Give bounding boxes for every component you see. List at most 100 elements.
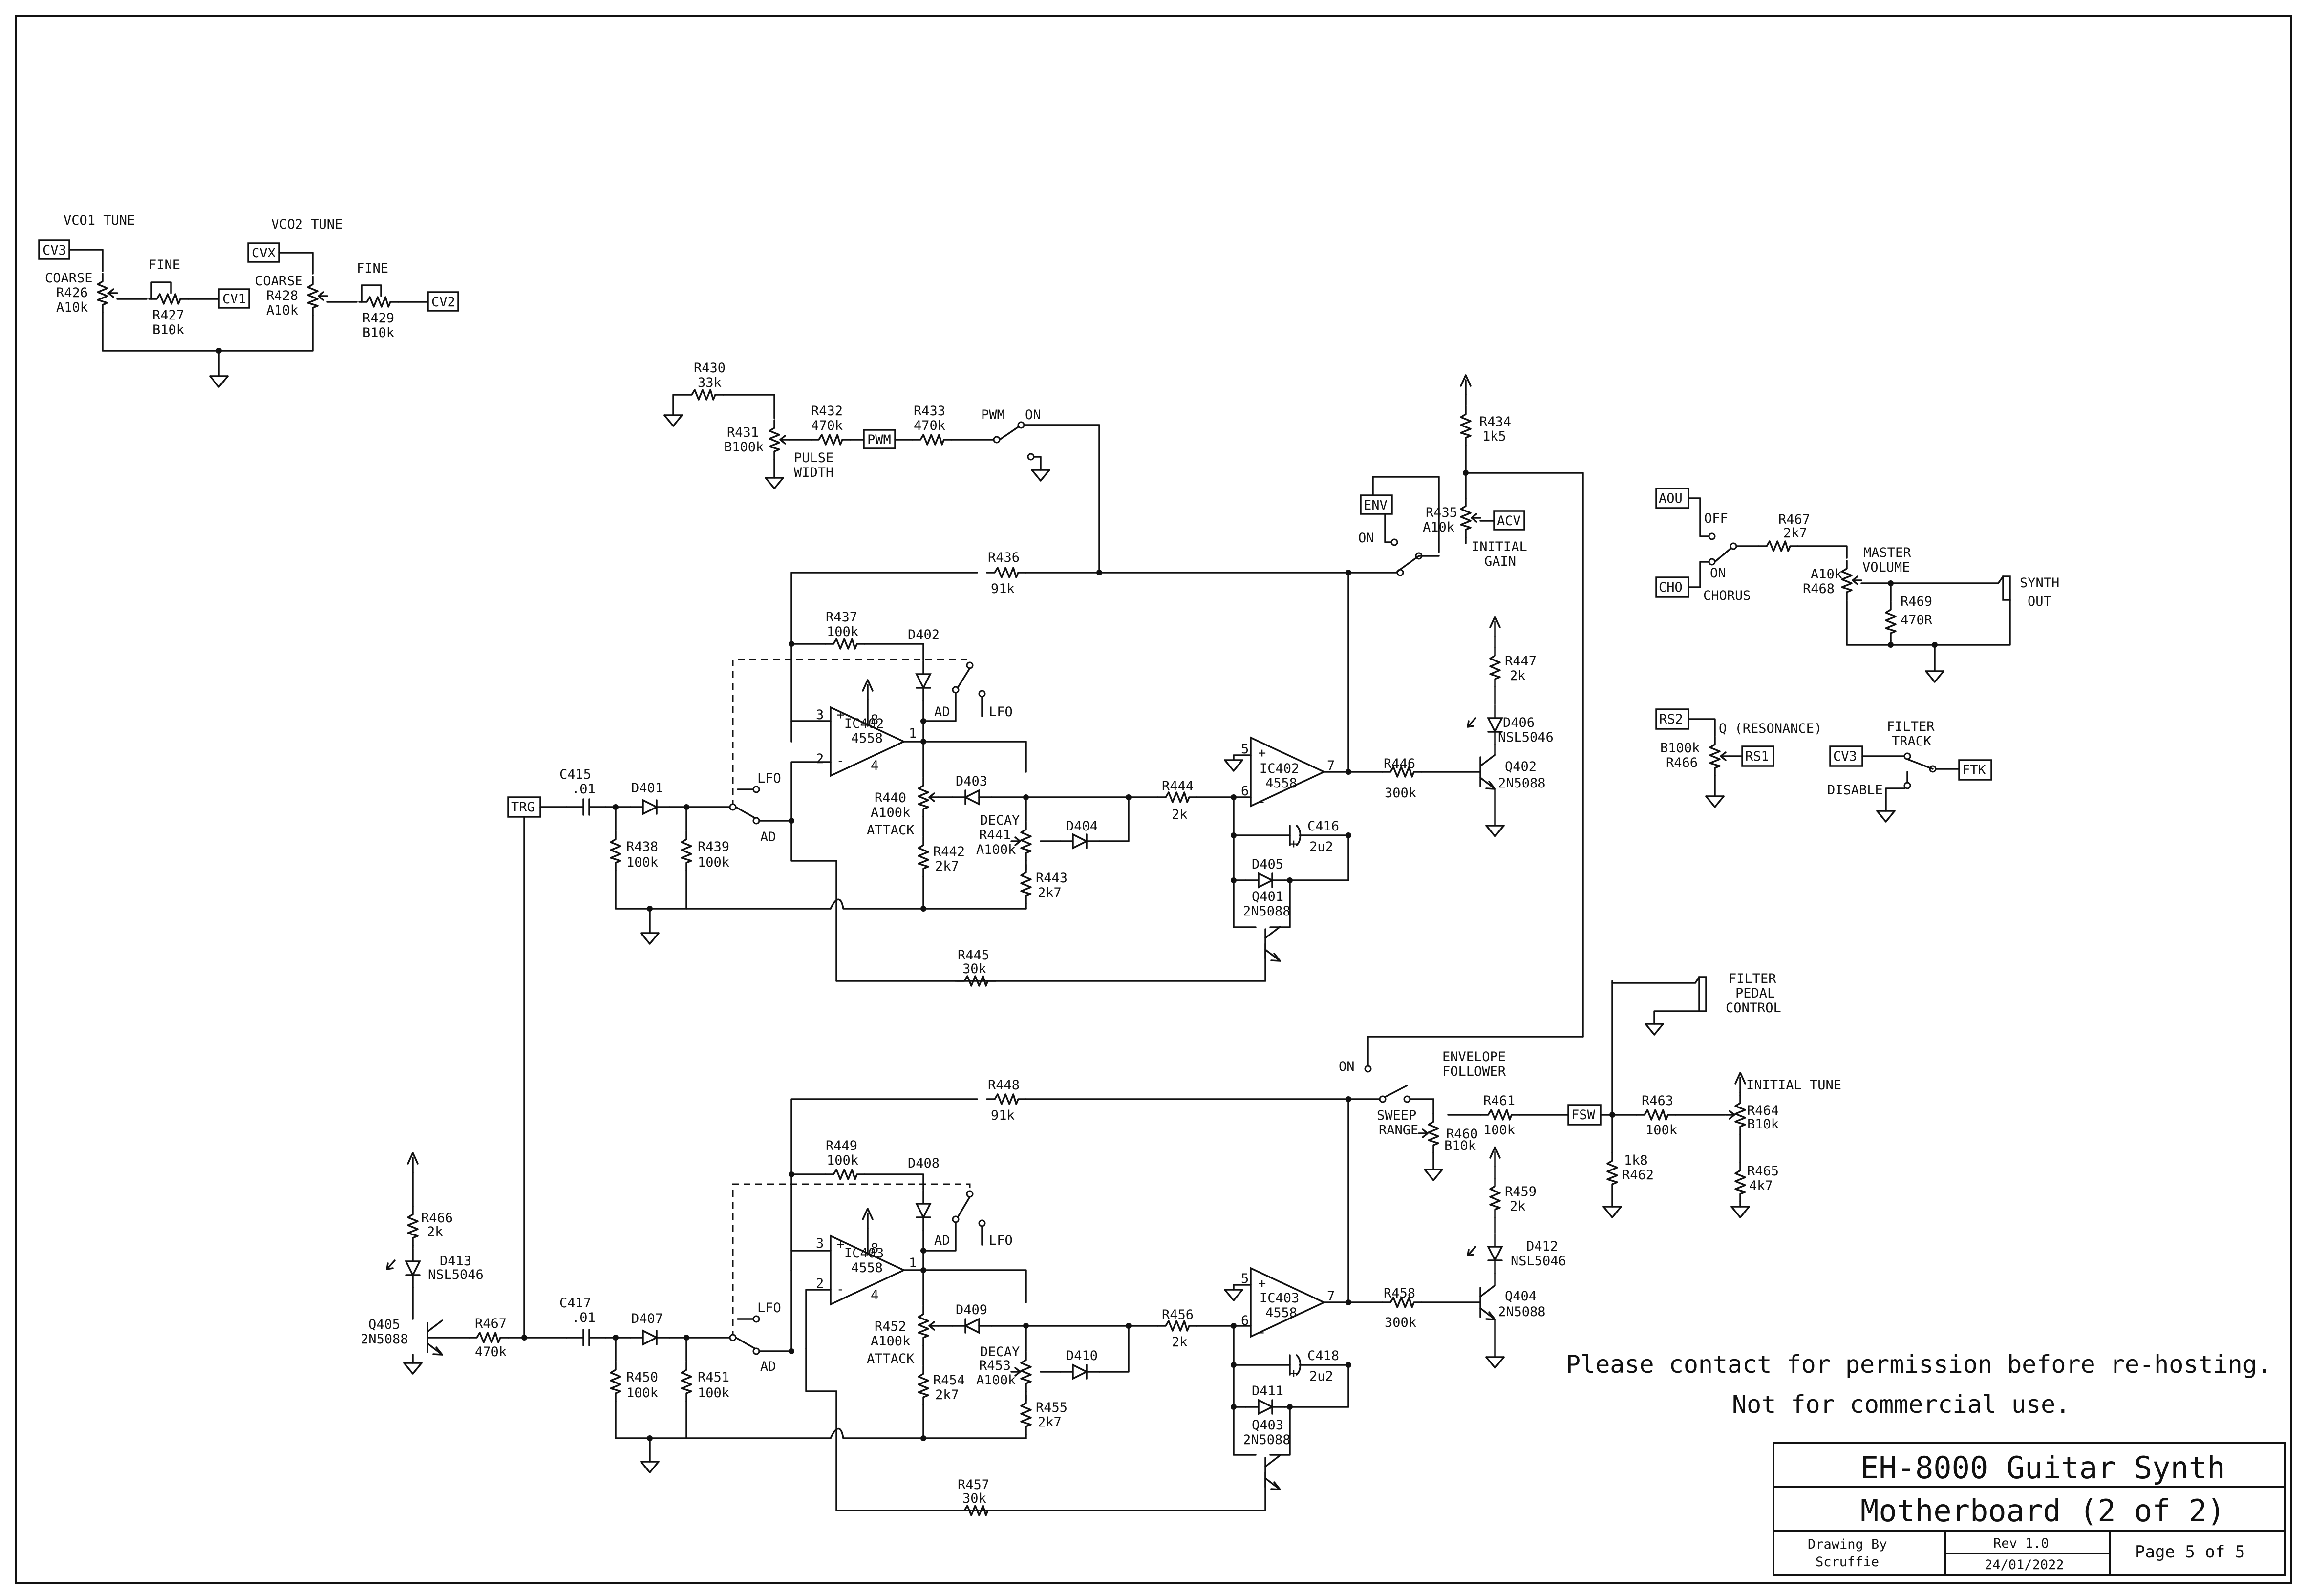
decay2-label: DECAY: [980, 1344, 1020, 1360]
ic402a-minus: -: [836, 753, 844, 768]
q402t-label: 2N5088: [1498, 776, 1546, 791]
d405-label: D405: [1252, 857, 1283, 872]
port-acv: [1493, 510, 1525, 531]
r427-label: R427: [152, 308, 184, 323]
port-cvx-label: CVX: [252, 246, 276, 261]
ic402a-pin1: 1: [909, 726, 917, 741]
ic403b-pin5: 5: [1241, 1271, 1249, 1286]
ic403a-label: IC403: [844, 1246, 884, 1261]
r466a-label: R466: [1666, 755, 1698, 770]
r433-label: R433: [914, 404, 945, 419]
r452-label: R452: [875, 1319, 906, 1334]
lfo3-label: LFO: [989, 1233, 1013, 1248]
r460-label: R460: [1446, 1127, 1478, 1142]
r456v-label: 2k: [1172, 1335, 1188, 1350]
q403t-label: 2N5088: [1243, 1432, 1291, 1447]
ad3-label: AD: [934, 1233, 950, 1248]
sweep-label: SWEEP: [1377, 1108, 1416, 1123]
sheet-border: [15, 15, 2292, 1584]
r437-label: R437: [826, 610, 857, 625]
jack-synth-out: [2002, 575, 2011, 601]
r440-label: R440: [875, 790, 906, 806]
out-label: OUT: [2028, 594, 2051, 609]
r448-label: R448: [988, 1078, 1020, 1093]
r467b-label: R467: [475, 1316, 507, 1331]
r454-label: R454: [933, 1373, 965, 1388]
diode-d408: [916, 1190, 931, 1231]
r463v-label: 100k: [1645, 1123, 1677, 1138]
port-cv3-b-label: CV3: [1833, 749, 1857, 764]
r431v-label: B100k: [724, 440, 764, 455]
port-ftk: [1958, 759, 1992, 781]
port-cv2: [427, 291, 459, 312]
res-r436: [986, 567, 1027, 578]
r436v-label: 91k: [991, 581, 1015, 596]
r462a-label: 1k8: [1624, 1153, 1648, 1168]
ic402b-pin6: 6: [1241, 784, 1249, 799]
d412-label: D412: [1526, 1239, 1558, 1254]
r450-label: R450: [626, 1370, 658, 1385]
ic402b-pin7: 7: [1327, 758, 1335, 773]
on1-label: ON: [1025, 407, 1041, 423]
r451-label: R451: [698, 1370, 729, 1385]
transistor-q401: [1264, 926, 1281, 962]
r464-label: R464: [1747, 1103, 1779, 1118]
lower-envelope-channel: R448 91k R449 100k D408 AD LFO IC403 455…: [361, 1078, 1566, 1516]
synth-label: SYNTH: [2020, 575, 2059, 591]
r432-label: R432: [811, 404, 843, 419]
b10k-1-label: B10k: [152, 322, 184, 338]
on2-label: ON: [1358, 531, 1374, 546]
res-r430: [683, 389, 724, 401]
port-cv3-a-label: CV3: [43, 243, 66, 258]
r465v-label: 4k7: [1749, 1178, 1773, 1193]
d403-label: D403: [956, 774, 987, 789]
r437v-label: 100k: [827, 624, 858, 639]
r453-label: R453: [979, 1358, 1011, 1373]
port-cho-label: CHO: [1659, 580, 1683, 595]
res-r465: [1734, 1162, 1746, 1203]
res-r449: [825, 1169, 866, 1180]
range-label: RANGE: [1379, 1123, 1418, 1138]
diode-d403: [952, 789, 993, 805]
r466av-label: B100k: [1660, 741, 1700, 756]
r464v-label: B10k: [1747, 1117, 1779, 1132]
q402-label: Q402: [1505, 759, 1537, 774]
d413-label: D413: [440, 1254, 471, 1269]
diode-d401: [629, 799, 670, 815]
port-env-label: ENV: [1364, 498, 1388, 513]
fine2-label: FINE: [357, 261, 388, 276]
q401-label: Q401: [1252, 889, 1283, 904]
off-label: OFF: [1704, 511, 1728, 526]
res-r429: [358, 296, 399, 308]
pot-r431: [769, 419, 790, 460]
ic402b-pin5: 5: [1241, 742, 1249, 757]
r435-label: R435: [1426, 505, 1457, 520]
r448v-label: 91k: [991, 1108, 1015, 1123]
ic402a-plus: +: [836, 707, 844, 723]
port-env: [1360, 494, 1393, 515]
r451v-label: 100k: [698, 1385, 729, 1401]
c417-label: C417: [559, 1296, 591, 1311]
ic403a-pin1: 1: [909, 1256, 917, 1271]
q401t-label: 2N5088: [1243, 904, 1291, 919]
port-pwm: [863, 429, 896, 449]
res-r434: [1460, 405, 1472, 447]
r434v-label: 1k5: [1482, 429, 1506, 444]
revision: Rev 1.0: [1993, 1536, 2049, 1551]
pot-r468: [1841, 560, 1862, 601]
lfo4-label: LFO: [757, 1300, 781, 1316]
r446-label: R446: [1384, 756, 1415, 771]
port-acv-label: ACV: [1497, 513, 1521, 529]
d402-label: D402: [908, 627, 940, 642]
filter-control-section: FILTER PEDAL CONTROL ENVELOPE FOLLOWER O…: [1339, 971, 1841, 1218]
r461-label: R461: [1483, 1093, 1515, 1108]
res-r454: [918, 1365, 929, 1406]
r442-label: R442: [933, 844, 965, 859]
ic403b-pin6: 6: [1241, 1313, 1249, 1328]
diode-d405: [1245, 872, 1286, 888]
led-d413: [405, 1248, 421, 1289]
filter-label: FILTER: [1887, 719, 1935, 734]
r455v-label: 2k7: [1038, 1415, 1062, 1430]
res-r469: [1885, 601, 1897, 642]
attack2-label: ATTACK: [867, 1351, 915, 1366]
